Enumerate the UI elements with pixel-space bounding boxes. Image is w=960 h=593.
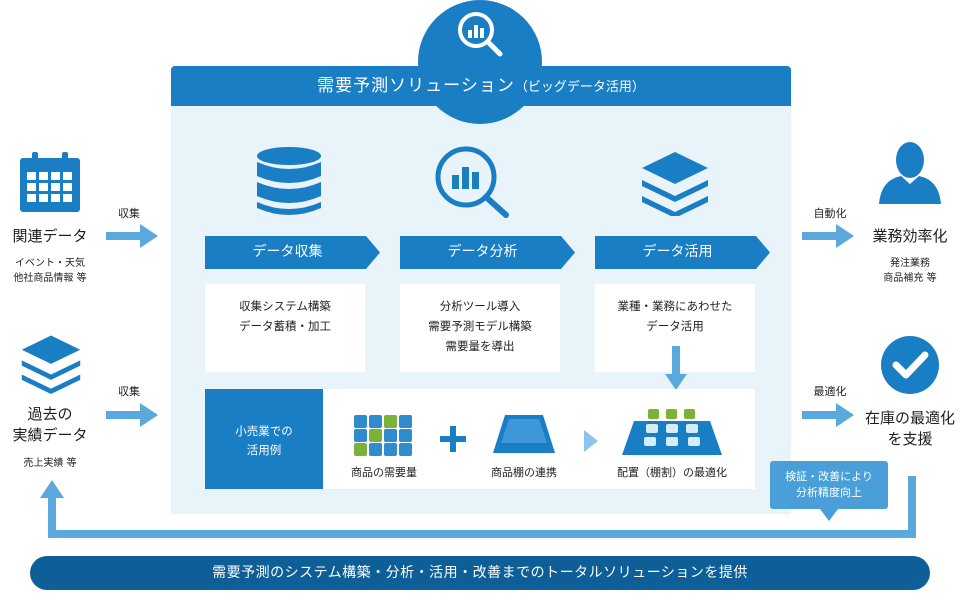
step-collect-desc: 収集システム構築 データ蓄積・加工 — [205, 284, 365, 372]
layers-icon — [642, 152, 708, 216]
desc-line: データ蓄積・加工 — [239, 319, 331, 333]
callout-line: 分析精度向上 — [796, 486, 862, 499]
example-item-shelf: 商品棚の連携 — [491, 466, 557, 479]
chevron-right-icon — [584, 430, 598, 452]
example-label-line: 小売業での — [235, 424, 293, 438]
input-sub-line: イベント・天気 — [15, 258, 85, 269]
step-collect: データ収集 — [205, 236, 380, 269]
right-arrow-icon — [106, 403, 158, 427]
output-title-line: 在庫の最適化 — [864, 409, 955, 427]
shelf-layout-icon — [622, 409, 722, 455]
panel-header: 需要予測ソリューション（ビッグデータ活用） — [171, 66, 791, 106]
output-inventory-title: 在庫の最適化 を支援 — [850, 408, 960, 450]
example-label-line: 活用例 — [246, 443, 282, 457]
down-arrow-icon — [665, 346, 687, 390]
desc-line: 需要予測モデル構築 — [428, 319, 532, 333]
panel-title: 需要予測ソリューション — [317, 76, 515, 96]
panel-subtitle: （ビッグデータ活用） — [514, 80, 645, 95]
layers-icon — [21, 335, 81, 394]
right-arrow-icon — [802, 403, 854, 427]
product-cans-icon — [354, 415, 412, 456]
collect-label-1: 収集 — [118, 207, 140, 220]
step-analyze: データ分析 — [400, 236, 575, 269]
callout-line: 検証・改善により — [785, 470, 873, 483]
step-utilize: データ活用 — [595, 236, 770, 269]
collect-label-2: 収集 — [118, 385, 140, 398]
output-efficiency-sub: 発注業務 商品補充 等 — [850, 256, 960, 286]
feedback-callout: 検証・改善により 分析精度向上 — [770, 461, 888, 509]
right-arrow-icon — [802, 224, 854, 248]
desc-line: 業種・業務にあわせた — [617, 299, 733, 313]
database-icon — [257, 147, 321, 215]
chart-magnifier-icon — [435, 146, 509, 218]
desc-line: 収集システム構築 — [239, 299, 331, 313]
shelf-icon — [493, 415, 555, 453]
right-arrow-icon — [106, 224, 158, 248]
automate-label: 自動化 — [813, 207, 847, 220]
check-circle-icon — [881, 336, 939, 394]
step-utilize-desc: 業種・業務にあわせた データ活用 — [595, 284, 755, 372]
input-title-line: 過去の — [27, 405, 73, 423]
example-item-optimize: 配置（棚割）の最適化 — [617, 466, 727, 479]
output-sub-line: 商品補充 等 — [883, 273, 937, 284]
desc-line: データ活用 — [646, 319, 704, 333]
desc-line: 分析ツール導入 — [439, 299, 521, 313]
optimize-label: 最適化 — [813, 385, 847, 398]
input-sub-line: 他社商品情報 等 — [13, 273, 87, 284]
example-label: 小売業での 活用例 — [205, 389, 323, 489]
output-title-line: を支援 — [887, 430, 933, 448]
person-icon — [879, 142, 941, 204]
chart-magnifier-icon — [458, 12, 503, 57]
calendar-icon — [20, 152, 80, 212]
input-past-data-title: 過去の 実績データ — [0, 404, 105, 446]
desc-line: 需要量を導出 — [445, 339, 515, 353]
input-related-data-title: 関連データ — [12, 227, 88, 245]
plus-icon — [440, 426, 466, 452]
input-related-data-sub: イベント・天気 他社商品情報 等 — [0, 256, 105, 286]
step-analyze-desc: 分析ツール導入 需要予測モデル構築 需要量を導出 — [400, 284, 560, 372]
input-past-data-sub: 売上実績 等 — [23, 458, 77, 469]
output-efficiency-title: 業務効率化 — [872, 227, 948, 245]
example-item-demand: 商品の需要量 — [351, 466, 417, 479]
input-title-line: 実績データ — [12, 426, 88, 444]
output-sub-line: 発注業務 — [890, 258, 930, 269]
footer-banner: 需要予測のシステム構築・分析・活用・改善までのトータルソリューションを提供 — [30, 556, 930, 590]
